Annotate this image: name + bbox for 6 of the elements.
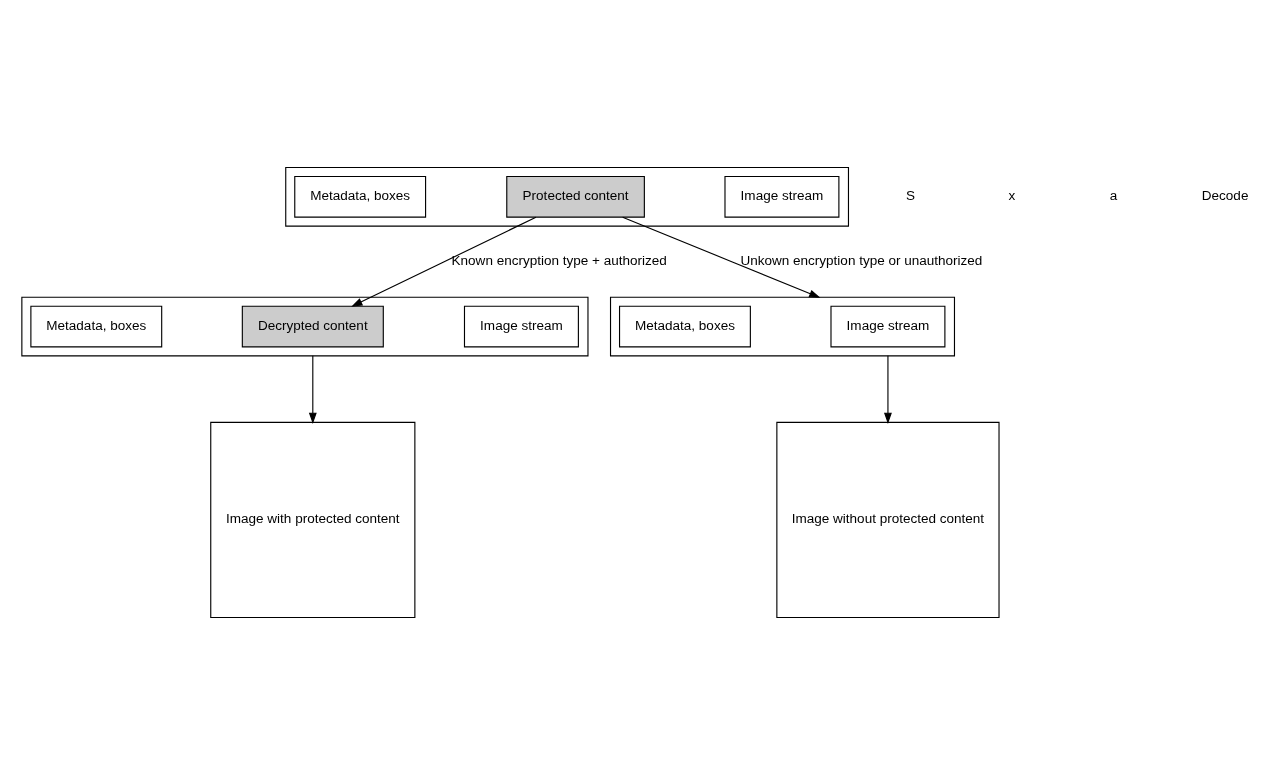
edge-label: Known encryption type + authorized <box>451 252 667 268</box>
label: S <box>905 187 915 203</box>
label: Decode <box>1201 187 1249 203</box>
edge-label: Unkown encryption type or unauthorized <box>740 252 983 268</box>
label: a <box>1109 187 1118 203</box>
label: x <box>1008 187 1016 203</box>
